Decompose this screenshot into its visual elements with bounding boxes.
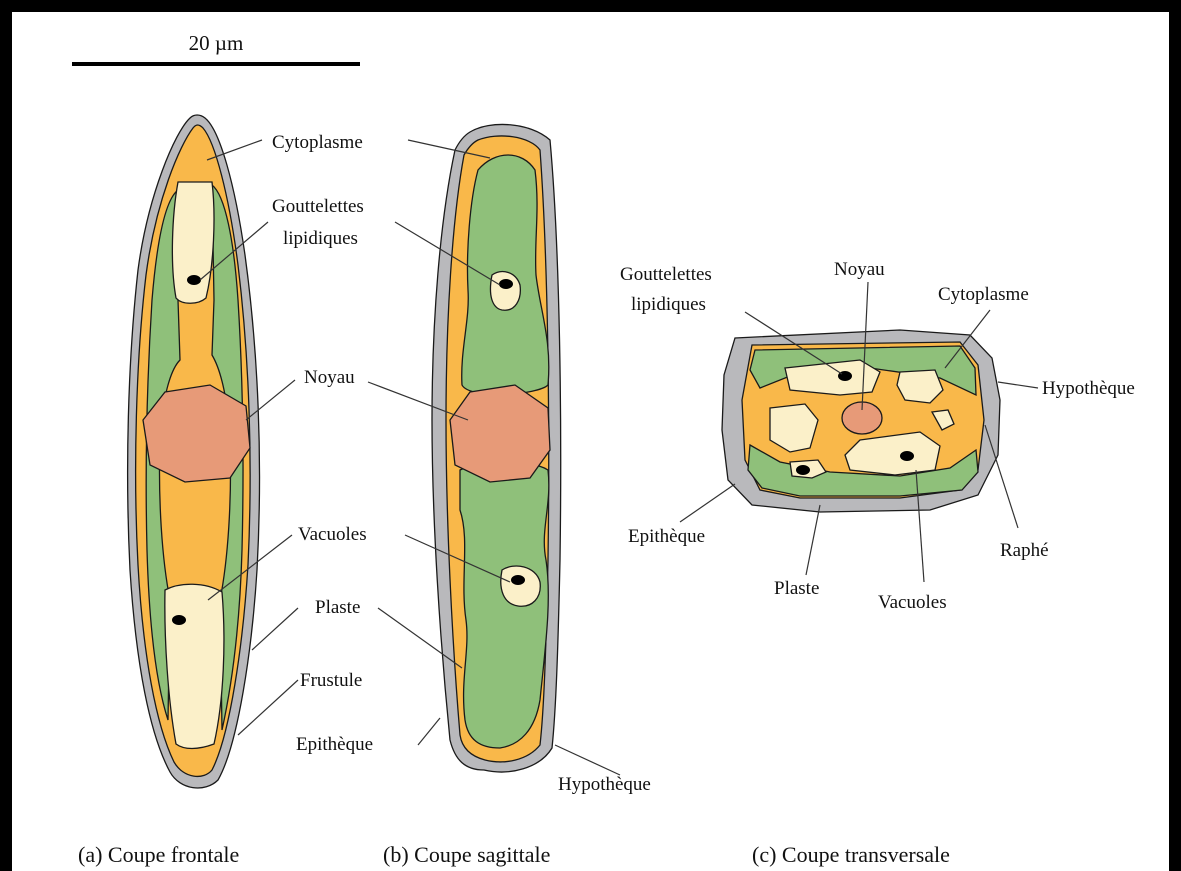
panel-b-vacuole	[501, 566, 540, 606]
label-gouttelettes-c-2: lipidiques	[631, 294, 706, 315]
panel-a-vacuole-dot	[172, 615, 186, 625]
panel-c-lipid-droplet-3	[770, 404, 818, 452]
label-gouttelettes-a-2: lipidiques	[283, 228, 358, 249]
label-cytoplasme-a: Cytoplasme	[272, 132, 363, 153]
label-gouttelettes-c-1: Gouttelettes	[620, 264, 712, 285]
label-vacuoles-c: Vacuoles	[878, 592, 947, 613]
label-plaste-a: Plaste	[315, 597, 360, 618]
label-raphe-c: Raphé	[1000, 540, 1049, 561]
panel-c-vacuole-dot-1	[900, 451, 914, 461]
panel-b-vacuole-dot	[511, 575, 525, 585]
label-hypotheque-b: Hypothèque	[558, 774, 651, 795]
panel-b-lipid-droplet	[490, 272, 520, 311]
panel-a-lipid-droplet	[172, 182, 214, 303]
label-epitheque-c: Epithèque	[628, 526, 705, 547]
panel-a-vacuole	[165, 584, 224, 748]
panel-b-nucleus	[450, 385, 550, 482]
panel-b-lipid-dot	[499, 279, 513, 289]
label-plaste-c: Plaste	[774, 578, 819, 599]
panel-a-lipid-dot	[187, 275, 201, 285]
label-frustule-a: Frustule	[300, 670, 362, 691]
panel-c-vacuole-dot-2	[796, 465, 810, 475]
captions: (a) Coupe frontale (b) Coupe sagittale (…	[78, 842, 950, 867]
scale-bar-label: 20 µm	[189, 31, 244, 55]
caption-panel-b: (b) Coupe sagittale	[383, 842, 550, 867]
label-vacuoles-a: Vacuoles	[298, 524, 367, 545]
panel-b-sagittal-section	[432, 124, 561, 772]
label-gouttelettes-a-1: Gouttelettes	[272, 196, 364, 217]
caption-panel-a: (a) Coupe frontale	[78, 842, 239, 867]
label-noyau-c: Noyau	[834, 259, 885, 280]
panel-a-nucleus	[143, 385, 250, 482]
caption-panel-c: (c) Coupe transversale	[752, 842, 950, 867]
label-epitheque-a: Epithèque	[296, 734, 373, 755]
label-noyau-a: Noyau	[304, 367, 355, 388]
label-hypotheque-c: Hypothèque	[1042, 378, 1135, 399]
panel-c-transverse-section	[722, 330, 1000, 512]
label-cytoplasme-c: Cytoplasme	[938, 284, 1029, 305]
